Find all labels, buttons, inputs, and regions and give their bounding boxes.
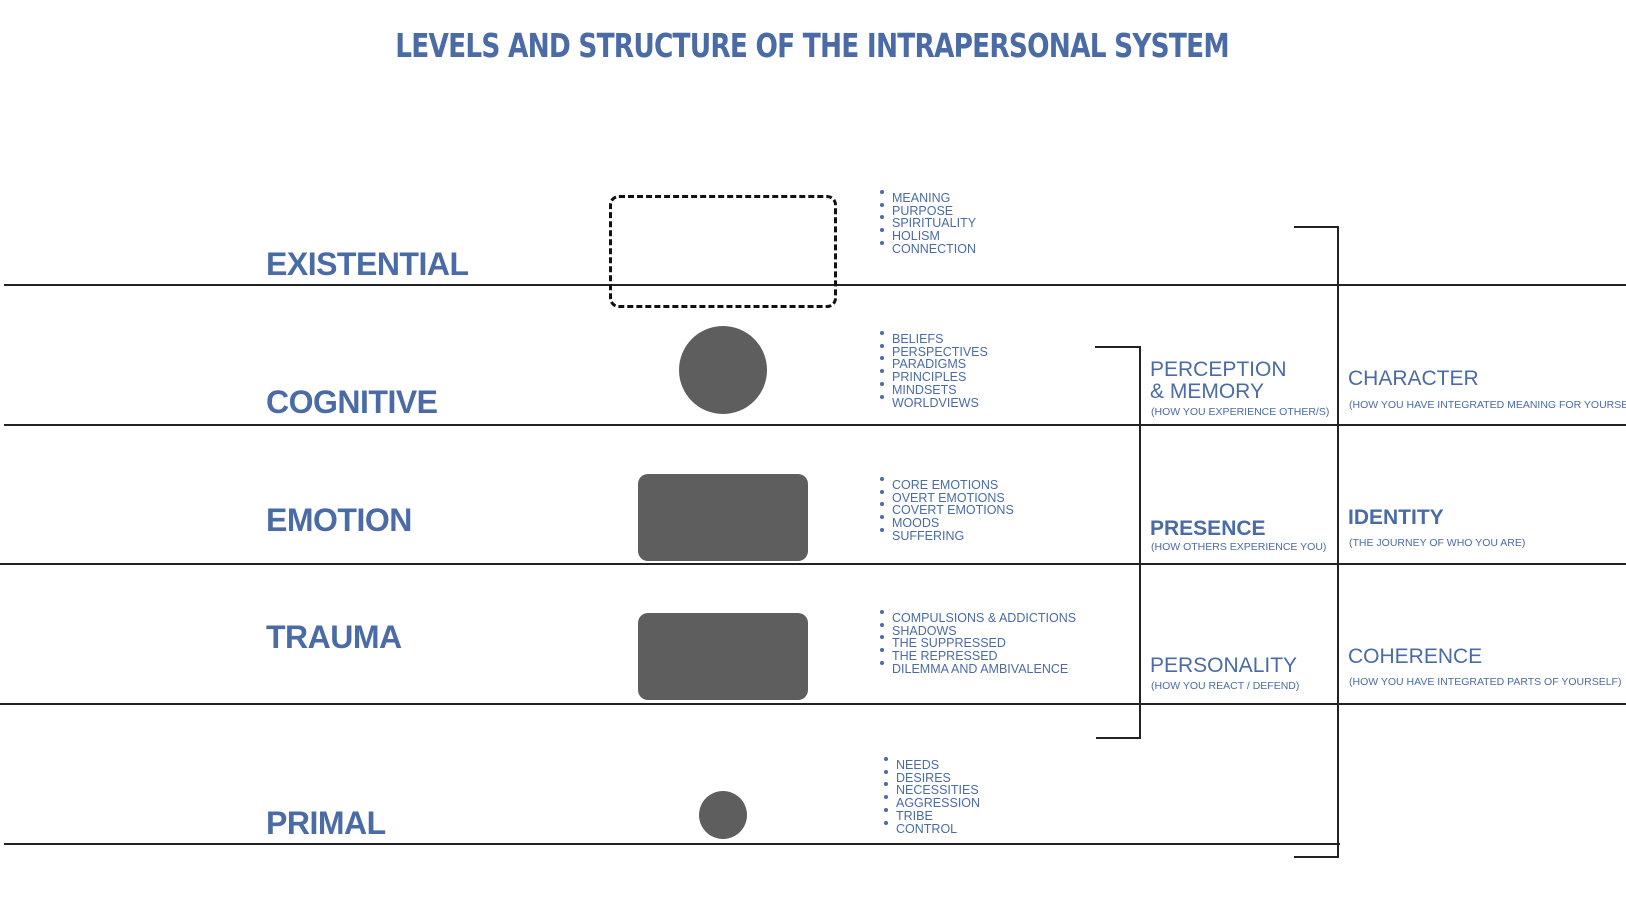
coherence-subtitle: (HOW YOU HAVE INTEGRATED PARTS OF YOURSE… xyxy=(1349,676,1622,688)
emotion-items: CORE EMOTIONS OVERT EMOTIONS COVERT EMOT… xyxy=(880,477,1014,543)
list-item: COVERT EMOTIONS xyxy=(880,502,1014,517)
personality-subtitle: (HOW YOU REACT / DEFEND) xyxy=(1151,680,1300,692)
list-item: SHADOWS xyxy=(880,622,1076,638)
list-item: PRINCIPLES xyxy=(880,369,988,384)
presence-title: PRESENCE xyxy=(1150,517,1266,540)
level-label-primal: PRIMAL xyxy=(266,805,386,841)
character-title: CHARACTER xyxy=(1348,367,1479,390)
level-divider-trauma xyxy=(0,703,1626,705)
list-item: COMPULSIONS & ADDICTIONS xyxy=(880,610,1076,625)
existential-items: MEANING PURPOSE SPIRITUALITY HOLISM CONN… xyxy=(880,190,976,256)
level-label-cognitive: COGNITIVE xyxy=(266,384,438,420)
identity-title: IDENTITY xyxy=(1348,506,1444,529)
list-item: PARADIGMS xyxy=(880,356,988,371)
level-divider-cognitive xyxy=(4,424,1626,426)
level-divider-existential xyxy=(4,284,1626,286)
list-item: THE REPRESSED xyxy=(880,648,1076,663)
perception-title-line1: PERCEPTION xyxy=(1150,358,1287,381)
list-item: BELIEFS xyxy=(880,331,988,346)
level-label-trauma: TRAUMA xyxy=(266,619,402,655)
primal-circle xyxy=(699,791,747,839)
right-bracket-spine xyxy=(1337,226,1339,858)
list-item: SPIRITUALITY xyxy=(880,215,976,230)
middle-bracket-bottom-tick xyxy=(1096,737,1141,739)
emotion-rounded-rect xyxy=(638,474,808,561)
level-label-existential: EXISTENTIAL xyxy=(266,246,469,282)
list-item: NEEDS xyxy=(884,757,980,772)
list-item: CONTROL xyxy=(884,820,980,836)
level-divider-primal xyxy=(4,843,1340,845)
existential-dashed-box xyxy=(609,195,837,308)
list-item: THE SUPPRESSED xyxy=(880,635,1076,650)
list-item: OVERT EMOTIONS xyxy=(880,489,1014,505)
list-item: CONNECTION xyxy=(880,240,976,256)
perception-subtitle: (HOW YOU EXPERIENCE OTHER/S) xyxy=(1151,406,1330,418)
list-item: DESIRES xyxy=(884,769,980,785)
middle-bracket-top-tick xyxy=(1095,346,1141,348)
list-item: DILEMMA AND AMBIVALENCE xyxy=(880,660,1076,676)
list-item: PERSPECTIVES xyxy=(880,343,988,359)
coherence-title: COHERENCE xyxy=(1348,645,1483,668)
perception-title-line2: & MEMORY xyxy=(1150,380,1264,403)
list-item: AGGRESSION xyxy=(884,795,980,810)
personality-title: PERSONALITY xyxy=(1150,654,1298,677)
list-item: MEANING xyxy=(880,190,976,205)
trauma-rounded-rect xyxy=(638,613,808,700)
presence-subtitle: (HOW OTHERS EXPERIENCE YOU) xyxy=(1151,541,1327,553)
level-divider-emotion xyxy=(0,563,1626,565)
trauma-items: COMPULSIONS & ADDICTIONS SHADOWS THE SUP… xyxy=(880,610,1076,676)
level-label-emotion: EMOTION xyxy=(266,502,412,538)
middle-bracket-spine xyxy=(1139,346,1141,739)
identity-subtitle: (THE JOURNEY OF WHO YOU ARE) xyxy=(1349,537,1526,549)
right-bracket-top-tick xyxy=(1294,226,1339,228)
list-item: TRIBE xyxy=(884,807,980,823)
list-item: SUFFERING xyxy=(880,527,1014,543)
list-item: WORLDVIEWS xyxy=(880,394,988,410)
cognitive-items: BELIEFS PERSPECTIVES PARADIGMS PRINCIPLE… xyxy=(880,331,988,410)
list-item: HOLISM xyxy=(880,228,976,243)
list-item: MINDSETS xyxy=(880,381,988,397)
character-subtitle: (HOW YOU HAVE INTEGRATED MEANING FOR YOU… xyxy=(1349,399,1626,411)
list-item: MOODS xyxy=(880,515,1014,530)
primal-items: NEEDS DESIRES NECESSITIES AGGRESSION TRI… xyxy=(884,757,980,836)
right-bracket-bottom-tick xyxy=(1294,856,1339,858)
list-item: CORE EMOTIONS xyxy=(880,477,1014,492)
list-item: NECESSITIES xyxy=(884,782,980,797)
list-item: PURPOSE xyxy=(880,202,976,218)
cognitive-circle xyxy=(679,326,767,414)
page-title: LEVELS AND STRUCTURE OF THE INTRAPERSONA… xyxy=(395,26,1229,65)
